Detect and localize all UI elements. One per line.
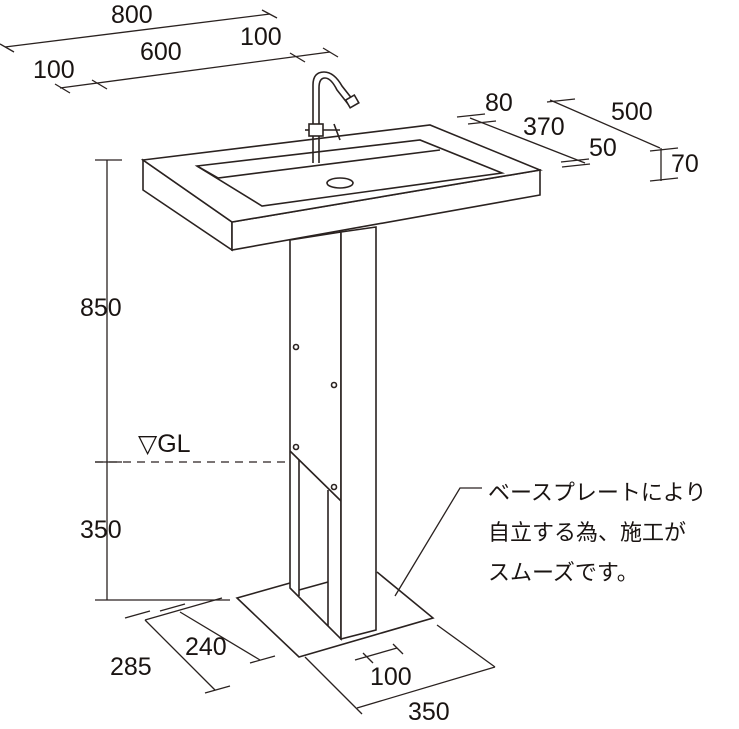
dim-basin-width: 600 bbox=[140, 38, 182, 66]
dim-front-rim: 50 bbox=[589, 134, 617, 162]
dim-left-margin: 100 bbox=[33, 56, 75, 84]
note-line-2: 自立する為、施工が bbox=[488, 521, 686, 546]
dim-plate-width: 350 bbox=[408, 698, 450, 726]
dim-depth-below-gl: 350 bbox=[80, 516, 122, 544]
sink-counter bbox=[140, 124, 543, 252]
dim-post-depth: 240 bbox=[185, 633, 227, 661]
note-line-3: スムーズです。 bbox=[488, 561, 639, 586]
pedestal-post bbox=[289, 226, 377, 641]
base-dimension-lines bbox=[124, 597, 496, 715]
dim-top-thickness: 70 bbox=[671, 150, 699, 178]
dim-right-margin: 100 bbox=[240, 23, 282, 51]
dim-height-above-gl: 850 bbox=[80, 294, 122, 322]
dim-overall-depth: 500 bbox=[611, 98, 653, 126]
note-line-1: ベースプレートにより bbox=[488, 481, 706, 506]
dim-back-rim: 80 bbox=[485, 89, 513, 117]
note-leader-line bbox=[394, 487, 482, 597]
ground-level-label: ▽GL bbox=[138, 430, 191, 458]
faucet bbox=[305, 71, 360, 163]
base-plate bbox=[235, 571, 435, 658]
dim-plate-depth: 285 bbox=[110, 653, 152, 681]
dim-overall-width: 800 bbox=[111, 1, 153, 29]
width-dimension-lines bbox=[0, 9, 339, 94]
dim-basin-depth: 370 bbox=[523, 113, 565, 141]
dim-post-width: 100 bbox=[370, 663, 412, 691]
depth-dimension-lines bbox=[456, 98, 679, 182]
height-dimension-lines bbox=[95, 159, 290, 601]
